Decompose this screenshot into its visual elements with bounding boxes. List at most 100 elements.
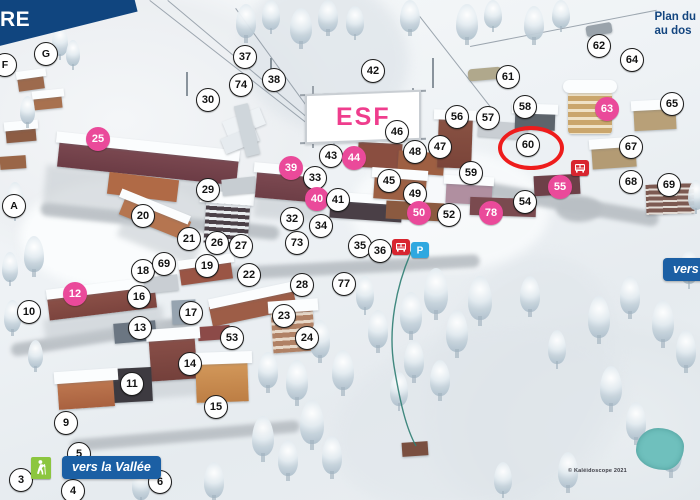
map-marker-74[interactable]: 74 [229,73,253,97]
map-marker-53[interactable]: 53 [220,326,244,350]
map-marker-39[interactable]: 39 [279,156,303,180]
tree-w-1 [4,300,21,337]
map-marker-42[interactable]: 42 [361,59,385,83]
map-marker-52[interactable]: 52 [437,203,461,227]
map-marker-36[interactable]: 36 [368,239,392,263]
copyright-text: © Kaléidoscope 2021 [568,468,627,474]
map-marker-32[interactable]: 32 [280,207,304,231]
tree-s-9 [204,462,224,500]
tree-e-9 [520,276,540,318]
map-marker-22[interactable]: 22 [237,263,261,287]
map-marker-55[interactable]: 55 [548,175,572,199]
tree-c-8 [368,310,388,354]
map-marker-41[interactable]: 41 [326,188,350,212]
hiking-trail-icon[interactable] [31,457,51,479]
map-marker-29[interactable]: 29 [196,178,220,202]
map-marker-57[interactable]: 57 [476,106,500,130]
tree-c-9 [356,276,374,315]
tree-w-2 [28,340,43,372]
tree-n-7 [456,4,478,46]
map-marker-25[interactable]: 25 [86,127,110,151]
map-marker-37[interactable]: 37 [233,45,257,69]
map-marker-17[interactable]: 17 [179,301,203,325]
map-marker-48[interactable]: 48 [403,140,427,164]
bus-stop-icon-central[interactable] [392,239,410,255]
map-marker-13[interactable]: 13 [128,316,152,340]
map-marker-67[interactable]: 67 [619,135,643,159]
map-marker-46[interactable]: 46 [385,120,409,144]
direction-label-vers-p[interactable]: vers P [663,258,700,281]
map-marker-10[interactable]: 10 [17,300,41,324]
map-marker-21[interactable]: 21 [177,227,201,251]
map-marker-68[interactable]: 68 [619,170,643,194]
map-marker-15[interactable]: 15 [204,395,228,419]
tree-n-3 [290,8,312,50]
map-marker-3[interactable]: 3 [9,468,33,492]
tree-n-1 [236,4,256,43]
map-marker-26[interactable]: 26 [205,231,229,255]
map-marker-38[interactable]: 38 [262,68,286,92]
map-marker-A[interactable]: A [2,194,26,218]
tree-n-5 [346,6,364,41]
tree-s-3 [300,400,324,451]
map-marker-69[interactable]: 69 [657,173,681,197]
map-marker-28[interactable]: 28 [290,273,314,297]
map-marker-23[interactable]: 23 [272,304,296,328]
map-marker-16[interactable]: 16 [127,285,151,309]
lift-pylon-esf [432,58,434,88]
map-marker-12[interactable]: 12 [63,282,87,306]
map-marker-60[interactable]: 60 [516,133,540,157]
map-marker-77[interactable]: 77 [332,272,356,296]
map-marker-69[interactable]: 69 [152,252,176,276]
map-marker-78[interactable]: 78 [479,201,503,225]
tree-s-4 [322,436,342,480]
bus-stop-icon-east[interactable] [571,160,589,176]
tree-c-7 [390,372,408,411]
map-marker-20[interactable]: 20 [131,204,155,228]
tree-e-13 [688,180,700,215]
tree-e-11 [558,452,578,494]
map-marker-11[interactable]: 11 [120,372,144,396]
map-marker-50[interactable]: 50 [407,201,431,225]
map-marker-G[interactable]: G [34,42,58,66]
tree-e-12 [494,462,512,499]
tree-nw-2 [66,40,80,70]
map-marker-44[interactable]: 44 [342,146,366,170]
map-marker-18[interactable]: 18 [131,259,155,283]
map-marker-27[interactable]: 27 [229,234,253,258]
map-marker-33[interactable]: 33 [303,166,327,190]
map-marker-61[interactable]: 61 [496,65,520,89]
map-marker-64[interactable]: 64 [620,48,644,72]
map-marker-43[interactable]: 43 [319,144,343,168]
map-marker-56[interactable]: 56 [445,105,469,129]
tree-c-2 [424,268,448,321]
map-marker-62[interactable]: 62 [587,34,611,58]
map-marker-14[interactable]: 14 [178,352,202,376]
map-marker-58[interactable]: 58 [513,95,537,119]
map-marker-24[interactable]: 24 [295,326,319,350]
map-marker-73[interactable]: 73 [285,231,309,255]
map-marker-34[interactable]: 34 [309,214,333,238]
map-marker-19[interactable]: 19 [195,254,219,278]
lift-pylon-north [186,72,188,96]
plan-note-line-1: Plan du [654,11,696,23]
map-marker-63[interactable]: 63 [595,97,619,121]
tree-n-4 [318,0,338,37]
map-marker-9[interactable]: 9 [54,411,78,435]
map-marker-30[interactable]: 30 [196,88,220,112]
map-marker-54[interactable]: 54 [513,190,537,214]
tree-e-2 [620,276,640,320]
map-marker-65[interactable]: 65 [660,92,684,116]
direction-label-vers-la-vallee[interactable]: vers la Vallée [62,456,161,479]
tree-n-6 [400,0,420,37]
parking-icon-central[interactable]: P [411,242,429,258]
map-marker-47[interactable]: 47 [428,135,452,159]
map-marker-45[interactable]: 45 [377,169,401,193]
tree-nw-6 [2,252,18,287]
tree-n-9 [524,6,544,45]
tree-e-3 [652,300,674,348]
map-marker-59[interactable]: 59 [459,161,483,185]
map-marker-4[interactable]: 4 [61,479,85,500]
plan-note-line-2: au dos [654,25,692,37]
